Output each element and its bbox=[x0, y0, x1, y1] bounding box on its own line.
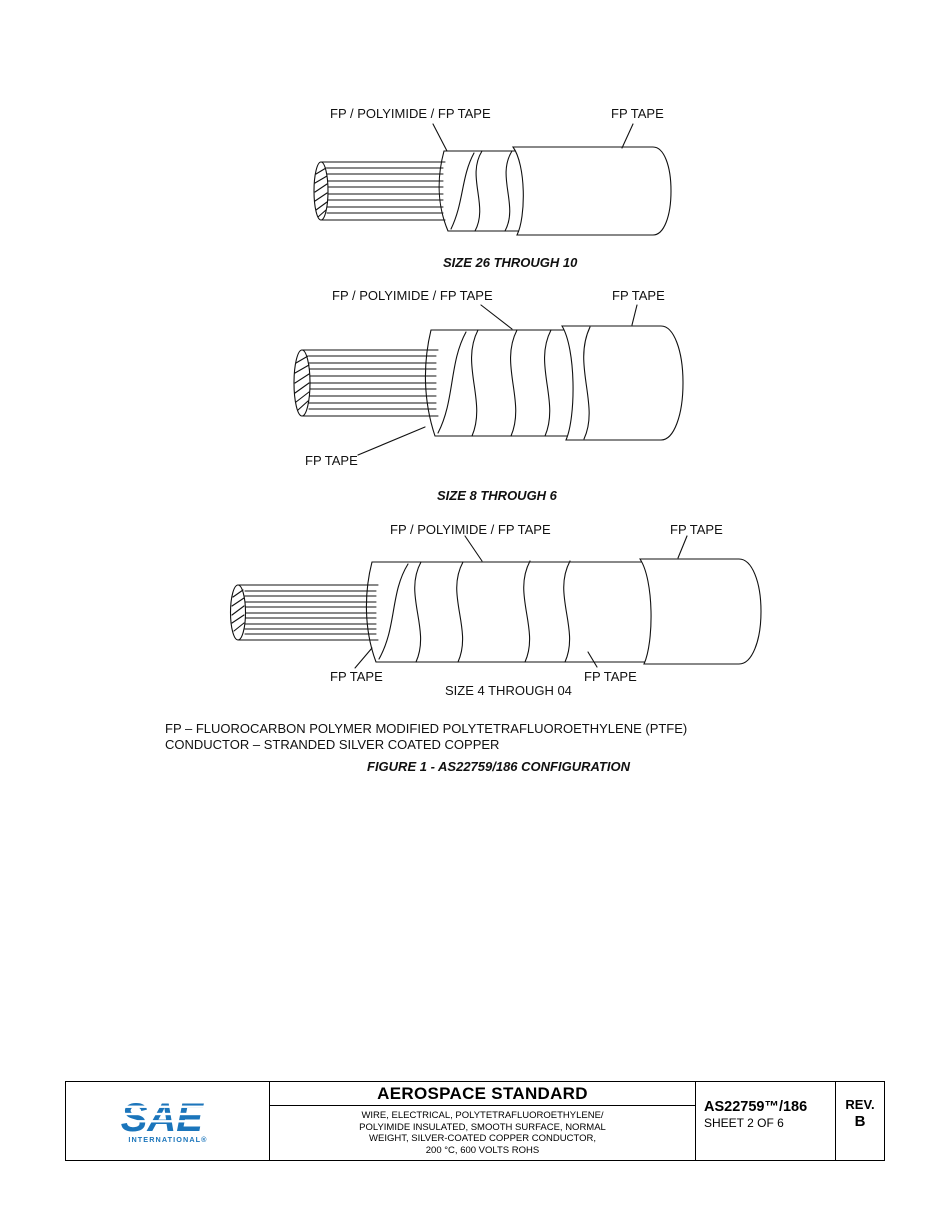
diagram2-label-fp-tape-right: FP TAPE bbox=[612, 288, 665, 303]
revision-label: REV. bbox=[845, 1097, 875, 1112]
subtitle-line: POLYIMIDE INSULATED, SMOOTH SURFACE, NOR… bbox=[359, 1121, 606, 1133]
diagram1-label-fp-tape: FP TAPE bbox=[611, 106, 664, 121]
cable-diagram-size-8-6 bbox=[293, 304, 684, 456]
document-number: AS22759™/186 bbox=[704, 1099, 808, 1115]
leader-lines bbox=[354, 535, 688, 669]
revision-cell: REV. B bbox=[836, 1082, 884, 1160]
sae-logo-stripes bbox=[115, 1105, 218, 1123]
sae-logo: SAE INTERNATIONAL® bbox=[115, 1096, 218, 1144]
subtitle-line: WIRE, ELECTRICAL, POLYTETRAFLUOROETHYLEN… bbox=[361, 1110, 604, 1121]
cable-diagram-size-26-10 bbox=[313, 123, 672, 236]
standard-title-cell: AEROSPACE STANDARD WIRE, ELECTRICAL, POL… bbox=[270, 1082, 696, 1160]
subtitle-line: WEIGHT, SILVER-COATED COPPER CONDUCTOR, bbox=[369, 1133, 596, 1144]
diagram1-caption: SIZE 26 THROUGH 10 bbox=[443, 255, 578, 270]
diagram2-caption: SIZE 8 THROUGH 6 bbox=[437, 488, 557, 503]
legend-notes: FP – FLUOROCARBON POLYMER MODIFIED POLYT… bbox=[165, 721, 687, 752]
tape-wrap-section bbox=[365, 560, 646, 663]
outer-jacket bbox=[638, 558, 762, 665]
sheet-number: SHEET 2 OF 6 bbox=[704, 1116, 784, 1130]
diagram3-label-fp-tape-bottom-left: FP TAPE bbox=[330, 669, 383, 684]
standard-subtitle: WIRE, ELECTRICAL, POLYTETRAFLUOROETHYLEN… bbox=[270, 1106, 695, 1160]
document-number-cell: AS22759™/186 SHEET 2 OF 6 bbox=[696, 1082, 836, 1160]
conductor-strands bbox=[293, 349, 439, 417]
subtitle-line: 200 °C, 600 VOLTS ROHS bbox=[425, 1144, 540, 1156]
note-fp-definition: FP – FLUOROCARBON POLYMER MODIFIED POLYT… bbox=[165, 721, 688, 736]
sae-logo-subtext: INTERNATIONAL® bbox=[128, 1135, 207, 1144]
figure-caption: FIGURE 1 - AS22759/186 CONFIGURATION bbox=[367, 759, 630, 774]
leader-lines bbox=[432, 123, 634, 152]
outer-jacket bbox=[561, 325, 684, 441]
diagram2-label-fp-polyimide-fp-tape: FP / POLYIMIDE / FP TAPE bbox=[332, 288, 493, 303]
title-block: SAE INTERNATIONAL® AEROSPACE STANDARD WI… bbox=[65, 1081, 885, 1161]
sae-logo-cell: SAE INTERNATIONAL® bbox=[66, 1082, 270, 1160]
diagram3-label-fp-polyimide-fp-tape: FP / POLYIMIDE / FP TAPE bbox=[390, 522, 551, 537]
leader-lines bbox=[357, 304, 638, 456]
diagram1-label-fp-polyimide-fp-tape: FP / POLYIMIDE / FP TAPE bbox=[330, 106, 491, 121]
revision-value: B bbox=[854, 1113, 866, 1130]
diagram3-caption: SIZE 4 THROUGH 04 bbox=[445, 683, 572, 698]
outer-jacket bbox=[511, 146, 672, 236]
conductor-strands bbox=[313, 161, 446, 221]
diagram2-label-fp-tape-bottom: FP TAPE bbox=[305, 453, 358, 468]
conductor-strands bbox=[229, 584, 379, 641]
note-conductor-definition: CONDUCTOR – STRANDED SILVER COATED COPPE… bbox=[165, 736, 500, 752]
tape-wrap-section bbox=[438, 150, 531, 232]
tape-wrap-section bbox=[424, 329, 576, 437]
diagram3-label-fp-tape-right: FP TAPE bbox=[670, 522, 723, 537]
sae-logo-text: SAE bbox=[120, 1096, 203, 1140]
standard-type-title: AEROSPACE STANDARD bbox=[270, 1082, 695, 1106]
cable-diagram-size-4-04 bbox=[229, 535, 762, 669]
diagram3-label-fp-tape-bottom-mid: FP TAPE bbox=[584, 669, 637, 684]
